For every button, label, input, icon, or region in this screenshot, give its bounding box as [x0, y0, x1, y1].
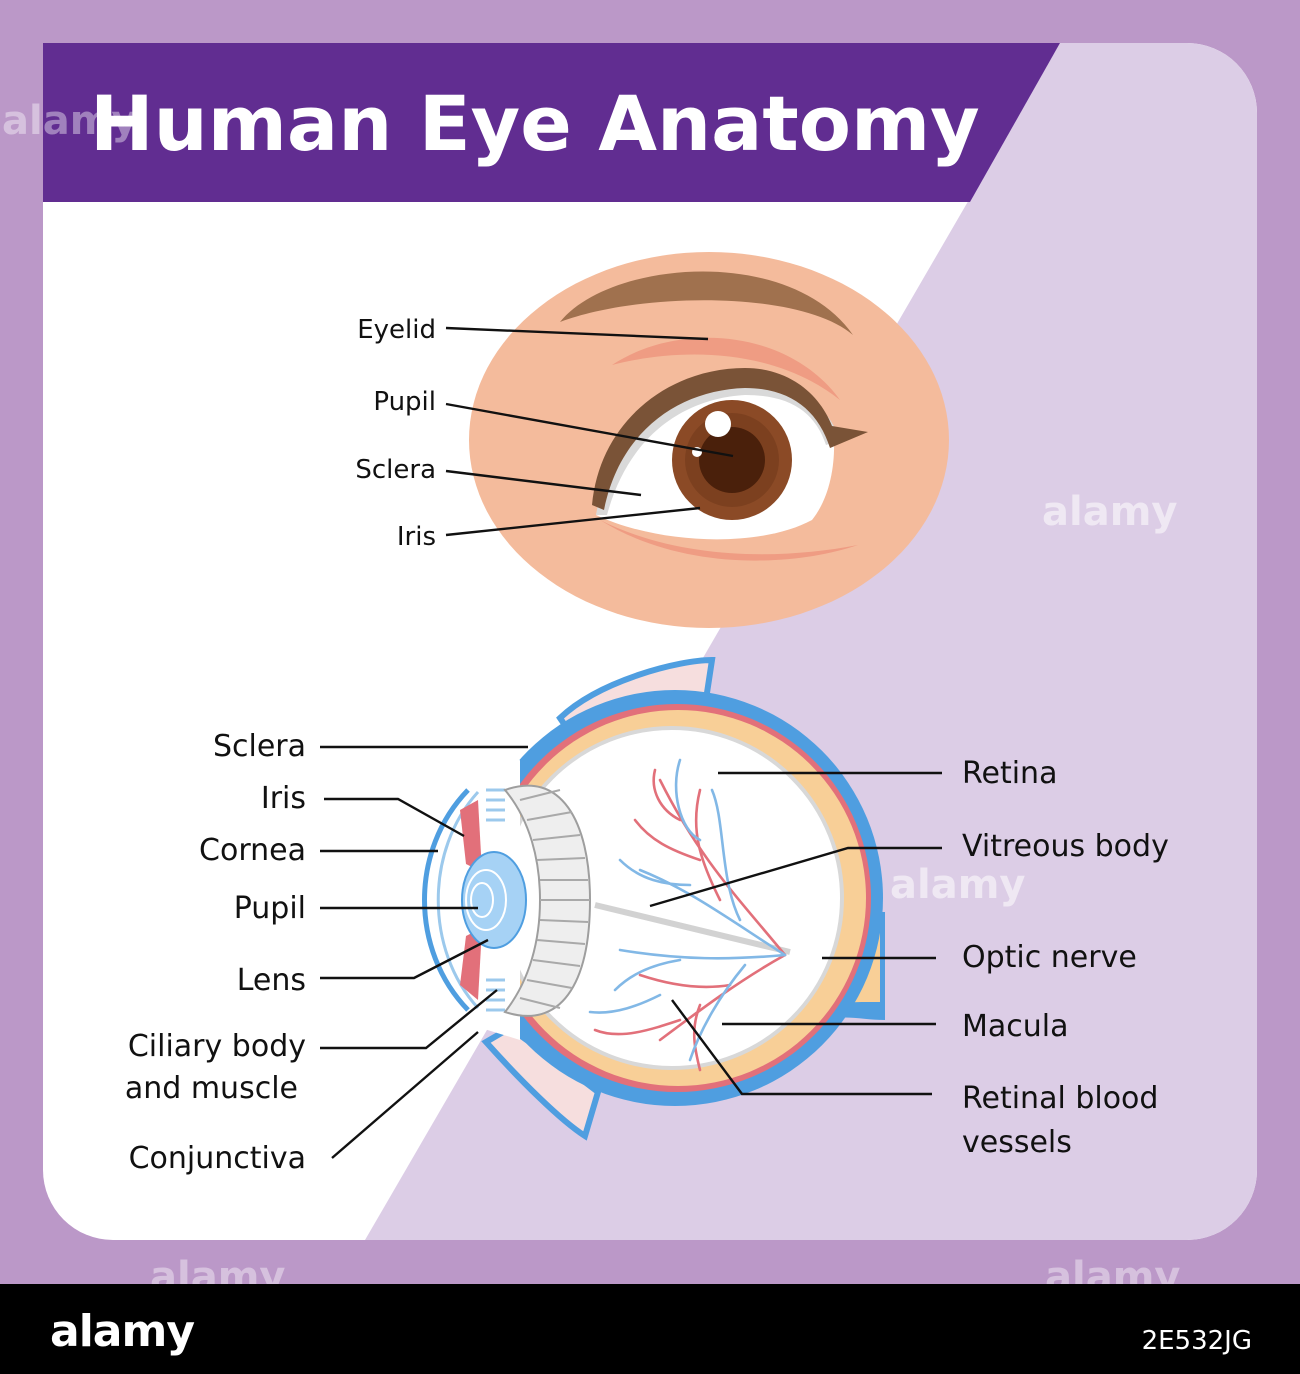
- cross-section-right-labels: Retina Vitreous body Optic nerve Macula …: [649, 756, 1169, 1160]
- label-conjunctiva: Conjunctiva: [129, 1141, 306, 1176]
- label-ciliary-body: Ciliary body: [128, 1029, 306, 1064]
- label-sclera: Sclera: [355, 455, 436, 485]
- label-eyelid: Eyelid: [357, 315, 436, 345]
- page-title: Human Eye Anatomy: [90, 79, 980, 168]
- label-optic-nerve: Optic nerve: [962, 940, 1137, 975]
- title-banner: [43, 43, 1060, 202]
- eye-cross-section: [422, 656, 885, 1141]
- label-sclera: Sclera: [213, 729, 306, 764]
- cornea-arc: [422, 788, 470, 1012]
- ciliary-fibers: [486, 788, 505, 1012]
- optic-axis: [594, 902, 791, 955]
- leader-pupil: [445, 402, 734, 458]
- label-pupil: Pupil: [373, 387, 436, 417]
- cross-section-left-labels: Sclera Iris Cornea Pupil Lens Ciliary bo…: [125, 729, 528, 1176]
- lens-ring-inner: [470, 882, 494, 918]
- eyeliner-shape: [592, 368, 868, 510]
- label-iris: Iris: [397, 522, 436, 552]
- leader-eyelid: [445, 326, 709, 341]
- watermark-text: alamy: [2, 98, 137, 144]
- external-eye-labels: Eyelid Pupil Sclera Iris: [355, 315, 734, 552]
- label-macula: Macula: [962, 1009, 1069, 1044]
- leader-vitreous: [649, 846, 942, 908]
- eyebrow-shape: [560, 271, 853, 335]
- leader-lens: [320, 938, 489, 980]
- watermark-text: alamy: [1042, 489, 1177, 535]
- stock-image-id: 2E532JG: [1141, 1326, 1252, 1356]
- pupil-shape: [699, 427, 765, 493]
- label-retina: Retina: [962, 756, 1057, 791]
- leader-iris: [324, 797, 465, 838]
- leader-retinal-vessels: [671, 999, 932, 1096]
- label-ciliary-muscle: and muscle: [125, 1071, 298, 1106]
- label-retinal-blood-vessels-2: vessels: [962, 1125, 1072, 1160]
- lens-ring: [465, 869, 507, 931]
- label-iris: Iris: [261, 781, 306, 816]
- stock-logo: alamy: [50, 1306, 195, 1357]
- label-retinal-blood-vessels: Retinal blood: [962, 1081, 1158, 1116]
- ciliary-ribs: [519, 789, 590, 1009]
- leader-conjunctiva: [331, 1031, 479, 1159]
- watermark-text: alamy: [890, 862, 1025, 908]
- label-lens: Lens: [237, 963, 306, 998]
- iris-upper: [460, 800, 482, 872]
- retinal-blood-vessels: [588, 758, 787, 1072]
- label-cornea: Cornea: [199, 833, 306, 868]
- label-vitreous-body: Vitreous body: [962, 829, 1169, 864]
- lower-eyelid: [600, 520, 858, 561]
- external-eye-illustration: [469, 252, 949, 628]
- label-pupil: Pupil: [234, 891, 306, 926]
- stock-watermark-bar: [0, 1284, 1300, 1374]
- leader-ciliary: [320, 989, 498, 1050]
- leader-iris: [445, 506, 701, 537]
- leader-sclera: [445, 469, 642, 497]
- eyelid-crease: [612, 337, 840, 400]
- eye-highlight: [705, 411, 731, 437]
